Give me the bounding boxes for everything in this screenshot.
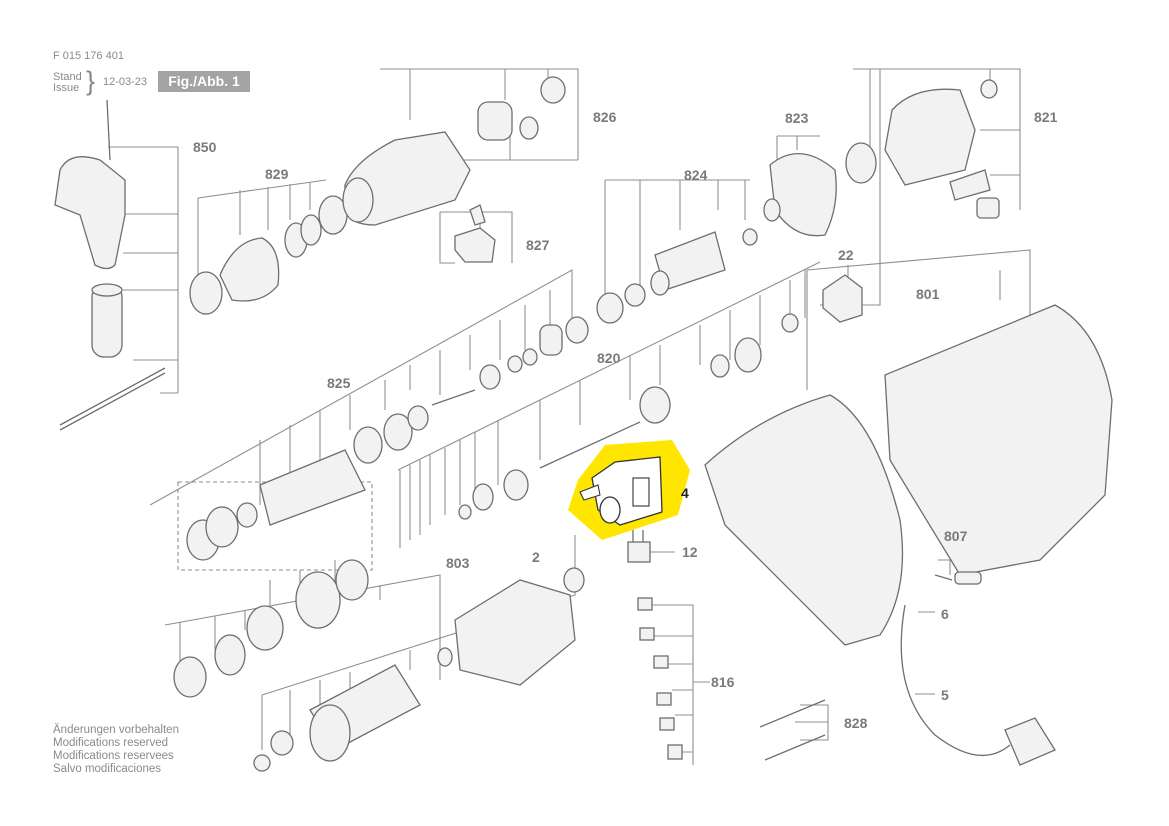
chuck-ring-parts (189, 195, 348, 315)
callout-6[interactable]: 6 (941, 606, 949, 622)
notice-line-fr: Modifications reservees (53, 750, 174, 762)
callout-4[interactable]: 4 (681, 485, 689, 501)
callout-2[interactable]: 2 (532, 549, 540, 565)
part-12 (627, 530, 651, 563)
header-brace: } (86, 66, 96, 96)
intermediate-shaft-parts (458, 313, 799, 520)
callout-22[interactable]: 22 (838, 247, 854, 263)
leader-820 (397, 261, 821, 548)
leader-821 (853, 68, 1021, 210)
leader-825 (149, 269, 573, 506)
modifications-notice: Änderungen vorbehalten Modifications res… (53, 724, 179, 776)
callout-820[interactable]: 820 (597, 350, 621, 366)
handle-shell (704, 394, 904, 646)
callout-801[interactable]: 801 (916, 286, 940, 302)
spindle-parts (186, 316, 589, 561)
callout-828[interactable]: 828 (844, 715, 868, 731)
notice-line-de: Änderungen vorbehalten (53, 724, 179, 736)
callout-807[interactable]: 807 (944, 528, 968, 544)
document-number: F 015 176 401 (53, 50, 124, 62)
lever-parts (454, 204, 496, 263)
issue-label: Issue (53, 82, 80, 94)
leader-816 (640, 604, 710, 765)
power-cable (900, 604, 1056, 766)
leader-824 (604, 179, 750, 315)
callout-829[interactable]: 829 (265, 166, 289, 182)
auxiliary-handle-parts (54, 99, 166, 431)
callout-827[interactable]: 827 (526, 237, 550, 253)
notice-line-en: Modifications reserved (53, 737, 169, 749)
gear-shaft-parts (596, 152, 837, 324)
notice-line-es: Salvo modificaciones (53, 763, 162, 775)
leader-803b (261, 535, 576, 750)
leader-829 (197, 179, 327, 290)
leader-801 (806, 249, 1031, 390)
motor-housing-shell (884, 304, 1113, 576)
gear-housing (845, 79, 1000, 219)
highlighted-switch-part-4[interactable] (568, 440, 690, 540)
tool-holder-housing (342, 76, 566, 226)
callout-826[interactable]: 826 (593, 109, 617, 125)
callout-12[interactable]: 12 (682, 544, 698, 560)
callout-5[interactable]: 5 (941, 687, 949, 703)
motor-parts (173, 559, 585, 772)
clamp-part (934, 571, 982, 585)
callout-824[interactable]: 824 (684, 167, 708, 183)
callout-850[interactable]: 850 (193, 139, 217, 155)
callout-803[interactable]: 803 (446, 555, 470, 571)
callout-816[interactable]: 816 (711, 674, 735, 690)
leader-850 (108, 146, 179, 394)
callout-823[interactable]: 823 (785, 110, 809, 126)
stand-label: Stand (53, 71, 82, 83)
callout-821[interactable]: 821 (1034, 109, 1058, 125)
issue-date: 12-03-23 (103, 76, 148, 88)
figure-label: Fig./Abb. 1 (158, 71, 250, 92)
callout-825[interactable]: 825 (327, 375, 351, 391)
switch-components (637, 597, 683, 760)
part-22 (822, 274, 863, 323)
cable-leads (759, 699, 826, 761)
